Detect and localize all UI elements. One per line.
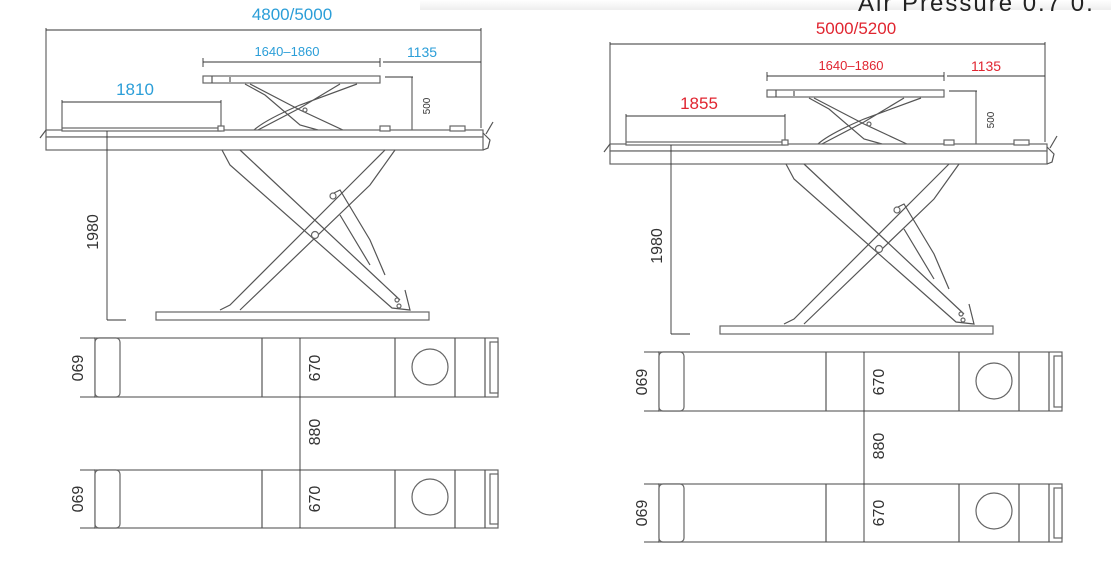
overall-length-label: 4800/5000: [252, 5, 332, 24]
plan-runway-2: [94, 469, 499, 529]
overall-length-dimension: 5000/5200: [609, 19, 1046, 144]
overall-length-label: 5000/5200: [816, 19, 896, 38]
plan-runway-width-label: 690: [632, 369, 649, 396]
ramp-length-dimension: 1855: [625, 94, 786, 142]
plan-runway-1: [94, 337, 499, 398]
lift-height-dimension: 1980: [649, 145, 690, 335]
plan-gap-label: 880: [307, 419, 324, 446]
main-platform: [603, 135, 1058, 165]
plan-dimensions: 690 690 670 880 670: [632, 351, 888, 543]
lift-height-label: 1980: [649, 228, 666, 264]
overall-length-dimension: 4800/5000: [45, 5, 482, 130]
plan-runway-width-label-2: 690: [68, 486, 85, 513]
upper-lift-dimension: 500: [385, 76, 433, 132]
upper-platform: [766, 89, 945, 146]
plan-runway-width-label-2: 690: [632, 500, 649, 527]
plan-runway-inner-label: 670: [307, 355, 324, 382]
lift-drawing-left: 4800/5000 1640–1860 1135 500 1810: [39, 5, 499, 529]
plan-runway-inner-label-2: 670: [307, 486, 324, 513]
upper-offset-label: 1135: [971, 58, 1001, 74]
upper-platform-dimension: 1640–1860 1135: [766, 58, 1045, 81]
ramp-length-label: 1810: [116, 80, 154, 99]
plan-runway-1: [658, 351, 1063, 412]
lift-height-dimension: 1980: [85, 131, 126, 321]
plan-runway-2: [658, 483, 1063, 543]
main-scissor: [719, 163, 994, 335]
upper-platform: [202, 75, 381, 132]
plan-dimensions: 690 690 670 880 670: [68, 337, 324, 529]
plan-runway-inner-label-2: 670: [871, 500, 888, 527]
upper-platform-length-label: 1640–1860: [254, 44, 319, 59]
lift-height-label: 1980: [85, 214, 102, 250]
lift-drawing-right: 5000/5200 1640–1860 1135 500 1855: [603, 19, 1063, 543]
upper-lift-label: 500: [422, 97, 433, 114]
main-platform: [39, 121, 494, 151]
ramp-length-dimension: 1810: [61, 80, 222, 128]
header-text: Air Pressure 0.7 0.: [858, 0, 1095, 17]
plan-runway-width-label: 690: [68, 355, 85, 382]
header-band: [420, 0, 1111, 10]
plan-gap-label: 880: [871, 433, 888, 460]
plan-runway-inner-label: 670: [871, 369, 888, 396]
main-scissor: [155, 149, 430, 321]
upper-offset-label: 1135: [407, 44, 437, 60]
upper-platform-length-label: 1640–1860: [818, 58, 883, 73]
ramp-length-label: 1855: [680, 94, 718, 113]
upper-lift-label: 500: [986, 111, 997, 128]
upper-platform-dimension: 1640–1860 1135: [202, 44, 481, 67]
upper-lift-dimension: 500: [949, 90, 997, 146]
